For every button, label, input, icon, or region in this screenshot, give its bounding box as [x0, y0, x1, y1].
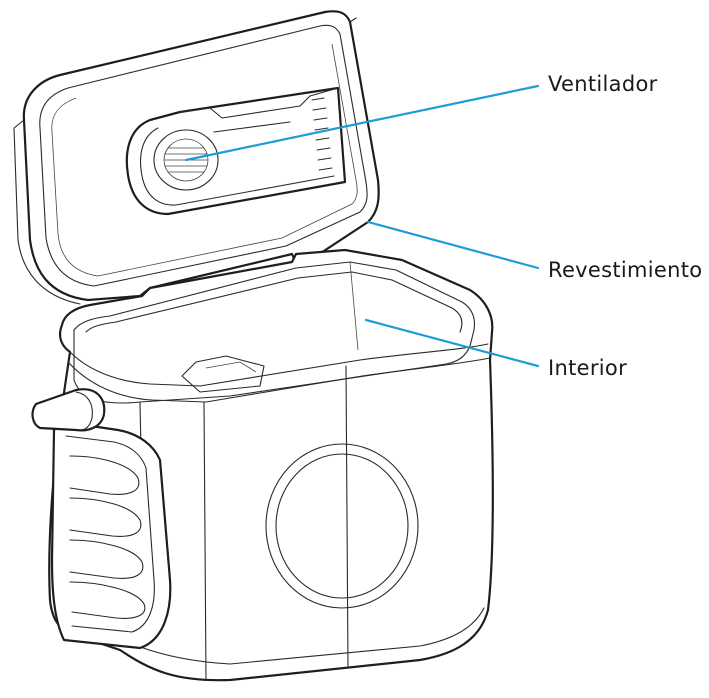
label-revestimiento: Revestimiento: [548, 258, 703, 282]
side-handle: [31, 388, 172, 650]
label-interior: Interior: [548, 356, 628, 380]
leader-interior: [364, 318, 540, 368]
label-ventilador: Ventilador: [548, 72, 658, 96]
leader-lines: [184, 84, 540, 368]
leader-revestimiento: [366, 220, 540, 270]
leader-ventilador: [184, 84, 540, 162]
fan-housing: [125, 86, 347, 216]
